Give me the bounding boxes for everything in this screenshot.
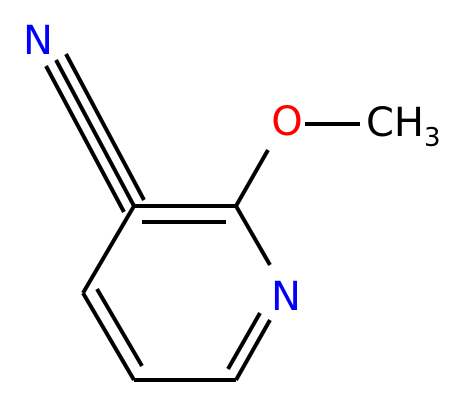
methyl-ch-text: CH [366,100,424,146]
methyl-subscript: 3 [424,123,441,153]
bond-c5-c4-inner [95,287,144,368]
bond-c2-o [234,149,270,207]
bond-c2-n1 [234,205,272,266]
nitrile-nitrogen-label: N [23,18,53,64]
bond-n1-c6-inner [226,312,262,370]
oxygen-label: O [271,99,302,145]
bond-c4-c3 [81,204,136,295]
nitrile-triple-bond [44,53,146,213]
methyl-label: CH3 [366,100,441,153]
ring-nitrogen-label: N [271,274,301,320]
bond-n1-c6 [234,319,272,381]
bond-c5-c4 [81,291,136,382]
